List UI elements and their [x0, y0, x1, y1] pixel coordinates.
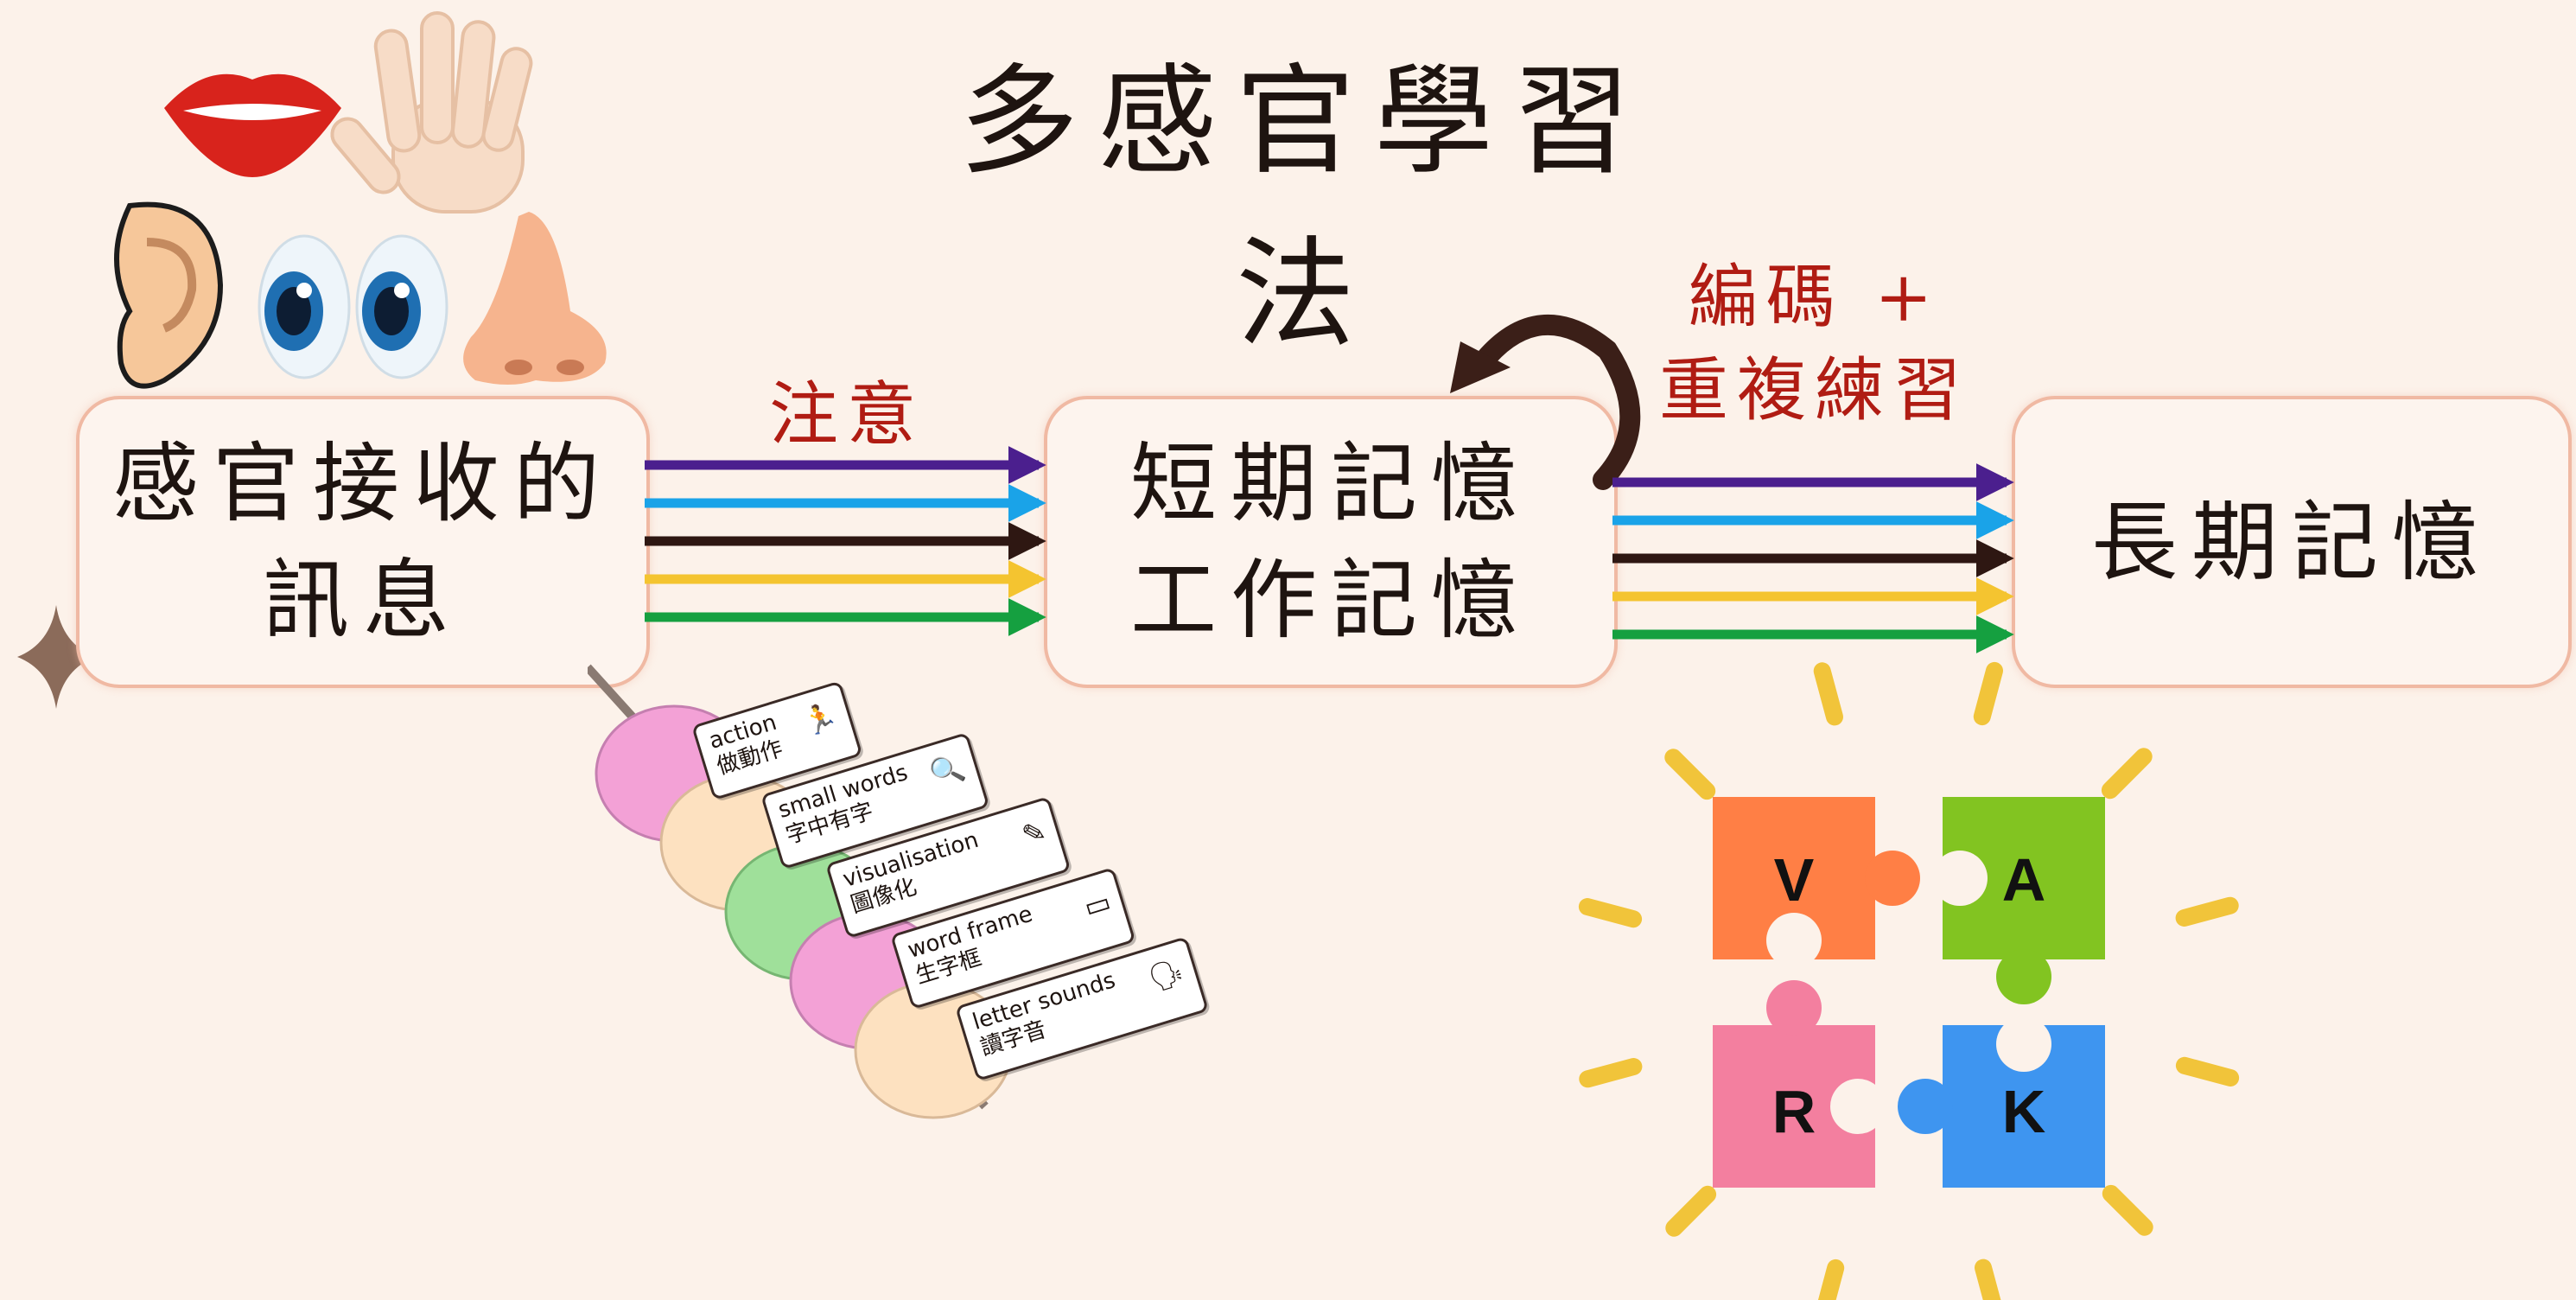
long-term-label: 長期記憶 [2091, 491, 2492, 593]
burst-ray [1665, 1185, 1717, 1237]
piece-letter-a: A [2002, 846, 2046, 914]
sensory-label-line2: 訊息 [263, 550, 463, 651]
rehearsal-label: 重複練習 [1659, 350, 1970, 430]
nose-icon [463, 212, 607, 385]
sensory-label-line1: 感官接收的 [112, 433, 614, 534]
rehearsal-loop-arrow [1450, 314, 1641, 490]
piece-letter-v: V [1774, 846, 1815, 914]
eyes-icon [258, 234, 448, 379]
ear-icon [114, 201, 224, 389]
puzzle-piece-r: R [1713, 980, 1886, 1188]
piece-letter-k: K [2002, 1078, 2046, 1145]
sensory-input-box: 感官接收的 訊息 [76, 396, 650, 688]
short-term-memory-box: 短期記憶 工作記憶 [1044, 396, 1618, 688]
star-decoration [17, 605, 95, 709]
burst-rays [1578, 661, 2240, 1300]
puzzle-piece-a: A [1932, 797, 2105, 1004]
page-title: 多感官學習法 [958, 52, 1651, 364]
burst-ray [2175, 896, 2239, 927]
working-memory-label: 工作記憶 [1130, 550, 1531, 651]
burst-ray [1664, 749, 1716, 800]
hand-icon [330, 11, 533, 213]
encoding-label-line1: 編碼 + [1688, 257, 1942, 337]
puzzle-piece-k: K [1898, 1016, 2105, 1188]
burst-ray [1973, 661, 2003, 726]
burst-ray [1817, 1259, 1845, 1300]
burst-ray [2175, 1056, 2240, 1087]
strategy-skewer: action 做動作 🏃 small words 字中有字 🔍 visualis… [588, 657, 1210, 1124]
piece-letter-r: R [1772, 1078, 1816, 1145]
puzzle-piece-v: V [1713, 797, 1920, 968]
burst-ray [1579, 1058, 1643, 1088]
burst-ray [1975, 1259, 2001, 1300]
burst-ray [2102, 1184, 2153, 1236]
burst-ray [1813, 662, 1843, 726]
burst-ray [1578, 898, 1643, 928]
short-term-label: 短期記憶 [1130, 433, 1531, 534]
burst-ray [2101, 748, 2153, 800]
encoding-label: 編碼 + 重複練習 [1651, 251, 1979, 437]
attention-label: 注意 [769, 374, 925, 455]
mouth-icon [164, 73, 341, 177]
long-term-memory-box: 長期記憶 [2012, 396, 2572, 688]
